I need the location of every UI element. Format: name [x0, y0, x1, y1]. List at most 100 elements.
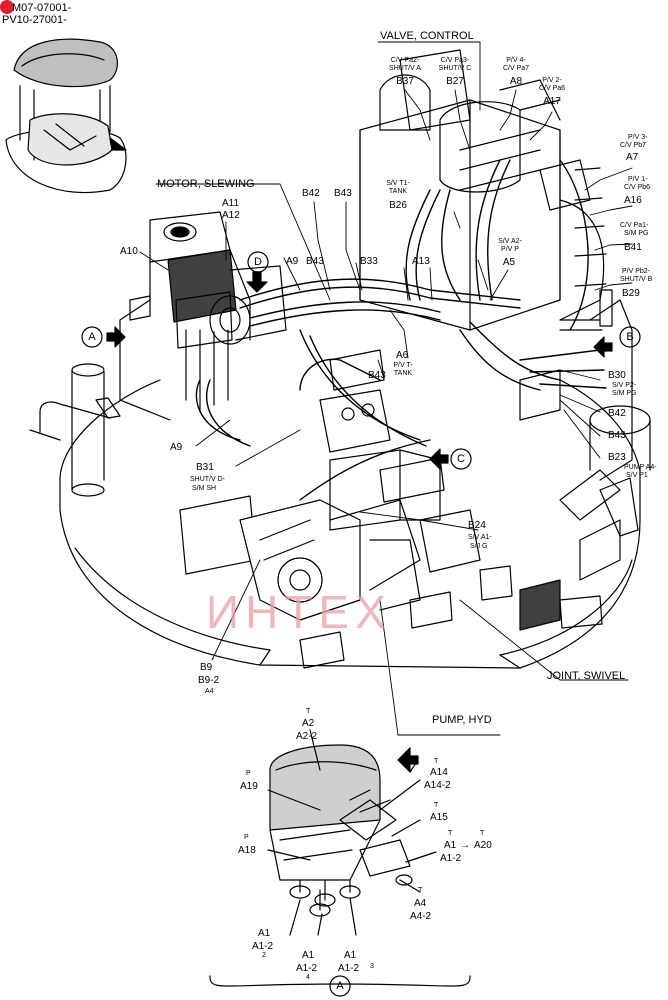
detail-a14: A14 — [430, 767, 448, 778]
detail-t-a20: T — [480, 830, 485, 837]
label-a12: A12 — [222, 210, 240, 221]
detail-mid-num: 4 — [306, 974, 310, 981]
detail-left-num: 2 — [262, 952, 266, 959]
detail-a4-2: A4-2 — [410, 911, 432, 922]
label-sm-pg: S/M PG — [624, 230, 649, 237]
label-a17: A17 — [543, 96, 561, 107]
label-pump-a4: PUMP A4- — [624, 464, 657, 471]
label-sv-p2: S/V P2- — [612, 382, 637, 389]
brand-badge-icon — [0, 0, 14, 14]
detail-view-label: A — [336, 980, 344, 992]
view-label-a: A — [88, 331, 96, 343]
detail-arrow: → — [460, 840, 470, 851]
control-valve-block — [359, 49, 607, 331]
label-sv-p1: S/V P1 — [626, 472, 648, 479]
serial-ref-line2: PV10-27001- — [2, 14, 67, 26]
label-b43-low: B43 — [368, 370, 386, 381]
detail-a18: A18 — [238, 845, 256, 856]
view-label-c: C — [457, 453, 465, 465]
label-a5: A5 — [502, 257, 516, 268]
label-cv-pb7: C/V Pb7 — [620, 142, 647, 149]
label-b37: B37 — [396, 76, 414, 87]
swivel-joint — [299, 319, 603, 669]
detail-left-a1-2: A1-2 — [252, 941, 274, 952]
label-sm-sh: S/M SH — [192, 485, 217, 492]
label-tank-1: TANK — [388, 188, 408, 195]
detail-left-a1: A1 — [258, 928, 271, 939]
label-cv-pa6: C/V Pa6 — [538, 85, 566, 92]
label-pv4: P/V 4- — [506, 57, 526, 64]
label-b33: B33 — [360, 256, 378, 267]
label-b43-mid: B43 — [306, 256, 324, 267]
serial-ref-line1: M07-07001- — [12, 2, 72, 14]
detail-t-a2: T — [306, 708, 311, 715]
detail-a14-2: A14-2 — [424, 780, 451, 791]
label-pv-t: P/V T- — [393, 362, 413, 369]
detail-p-a18: P — [244, 834, 249, 841]
detail-t-a1: T — [448, 830, 453, 837]
detail-right-a1-2: A1-2 — [338, 963, 360, 974]
label-b30: B30 — [608, 370, 626, 381]
right-frame — [519, 289, 651, 631]
label-b23: B23 — [608, 452, 626, 463]
label-sv-a1: S/V A1- — [468, 534, 492, 541]
label-a10: A10 — [120, 246, 138, 257]
title-motor-slewing: MOTOR, SLEWING — [157, 178, 255, 190]
view-label-b: B — [626, 331, 634, 343]
detail-a4: A4 — [414, 898, 427, 909]
label-cv-pa2: C/V Pa2- — [390, 57, 420, 64]
detail-mid-a1-2: A1-2 — [296, 963, 318, 974]
label-sm-pg-2: S/M PG — [612, 390, 637, 397]
detail-right-num: 3 — [370, 963, 374, 970]
label-a6: A6 — [396, 350, 409, 361]
label-shutv-d: SHUT/V D- — [190, 476, 225, 483]
label-b42-top: B42 — [302, 188, 320, 199]
label-a7: A7 — [626, 152, 639, 163]
detail-right-a1-a: A1 — [344, 950, 357, 961]
label-pv-p: P/V P — [501, 246, 519, 253]
title-valve-control: VALVE, CONTROL — [380, 30, 474, 42]
label-a16: A16 — [624, 195, 642, 206]
label-b9-2: B9-2 — [198, 675, 220, 686]
label-tank-2: TANK — [393, 370, 413, 377]
leader-lines — [139, 41, 633, 736]
detail-t-a15: T — [434, 802, 439, 809]
upper-frame-base — [59, 379, 641, 669]
label-a13: A13 — [412, 256, 430, 267]
label-pv3: P/V 3- — [628, 134, 648, 141]
brand-watermark: ИНТЕХ — [206, 586, 392, 638]
detail-a2-2: A2-2 — [296, 731, 318, 742]
label-sv-t1: S/V T1- — [386, 180, 410, 187]
label-a9-left: A9 — [170, 442, 183, 453]
label-pv2: P/V 2- — [542, 77, 562, 84]
detail-p-a19: P — [246, 770, 251, 777]
label-cv-pa7: C/V Pa7 — [502, 65, 530, 72]
machine-thumbnail-icon — [5, 38, 127, 194]
detail-t-a4: T — [418, 887, 423, 894]
slewing-motor-and-solenoid — [167, 249, 287, 411]
view-circles — [81, 251, 641, 997]
detail-a1-2: A1-2 — [440, 853, 462, 864]
label-b27: B27 — [446, 76, 464, 87]
label-cv-pb6: C/V Pb6 — [624, 184, 651, 191]
label-b9: B9 — [200, 662, 213, 673]
label-cv-pa1: C/V Pa1- — [620, 222, 649, 229]
label-cv-pa3: C/V Pa3- — [440, 57, 470, 64]
label-shutv-a: SHUT/V A — [389, 65, 421, 72]
detail-a2: A2 — [302, 718, 315, 729]
label-pv1: P/V 1- — [628, 176, 648, 183]
detail-mid-a1: A1 — [302, 950, 315, 961]
title-joint-swivel: JOINT, SWIVEL — [547, 670, 626, 682]
detail-t-a14: T — [434, 758, 439, 765]
detail-a1: A1 — [444, 840, 457, 851]
label-sj-g: S/J G — [470, 543, 488, 550]
label-b42-right: B42 — [608, 408, 626, 419]
label-shutv-c: SHUT/V C — [438, 65, 472, 72]
label-a11: A11 — [222, 198, 240, 209]
detail-a19: A19 — [240, 781, 258, 792]
label-b29: B29 — [622, 288, 640, 299]
label-b26: B26 — [389, 200, 407, 211]
label-a4-small: A4 — [205, 688, 214, 695]
